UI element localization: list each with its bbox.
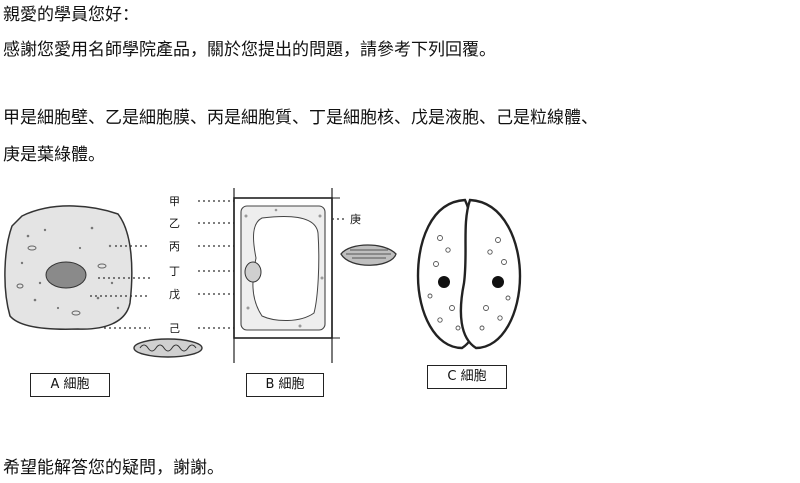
label-ji: 己 [169, 322, 180, 335]
answer-line-2: 庚是葉綠體。 [3, 145, 105, 165]
mitochondrion [133, 338, 203, 358]
label-ding: 丁 [169, 265, 180, 278]
closing-text: 希望能解答您的疑問，謝謝。 [3, 458, 224, 478]
animal-nucleus [45, 261, 87, 289]
label-bing: 丙 [169, 240, 180, 253]
cell-b-label: B 細胞 [246, 373, 324, 397]
plant-nucleus [244, 261, 262, 283]
cell-diagram: 甲 乙 丙 丁 戊 己 庚 [4, 188, 522, 363]
thanks-text: 感謝您愛用名師學院產品，關於您提出的問題，請參考下列回覆。 [3, 40, 496, 60]
guard-nucleus-left [438, 276, 450, 288]
label-geng: 庚 [350, 212, 361, 226]
label-wu: 戊 [169, 288, 180, 301]
label-jia: 甲 [169, 195, 180, 208]
cell-c-label: C 細胞 [427, 365, 507, 389]
answer-line-1: 甲是細胞壁、乙是細胞膜、丙是細胞質、丁是細胞核、戊是液胞、己是粒線體、 [3, 108, 598, 128]
greeting-text: 親愛的學員您好： [3, 5, 139, 25]
plant-cell [233, 188, 340, 363]
guard-cells [416, 198, 522, 350]
label-yi: 乙 [169, 217, 180, 230]
chloroplast [340, 244, 397, 266]
cell-a-label: A 細胞 [30, 373, 110, 397]
guard-nucleus-right [492, 276, 504, 288]
animal-cell [4, 205, 133, 330]
vacuole [252, 216, 320, 321]
